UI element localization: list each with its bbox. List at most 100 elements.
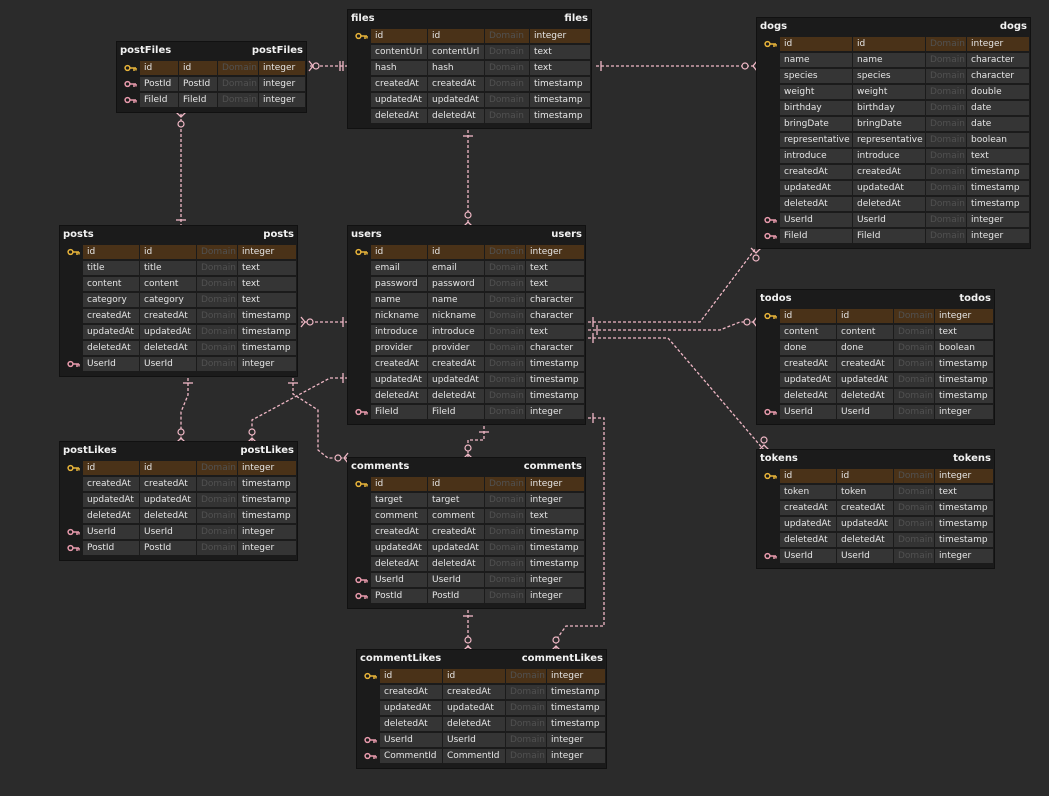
- key-cell: [761, 389, 779, 403]
- column-logical-name: content: [837, 325, 893, 339]
- column-logical-name: updatedAt: [140, 325, 196, 339]
- key-cell: [352, 493, 370, 507]
- column-data-type: text: [526, 277, 584, 291]
- column-domain: Domain: [197, 525, 237, 539]
